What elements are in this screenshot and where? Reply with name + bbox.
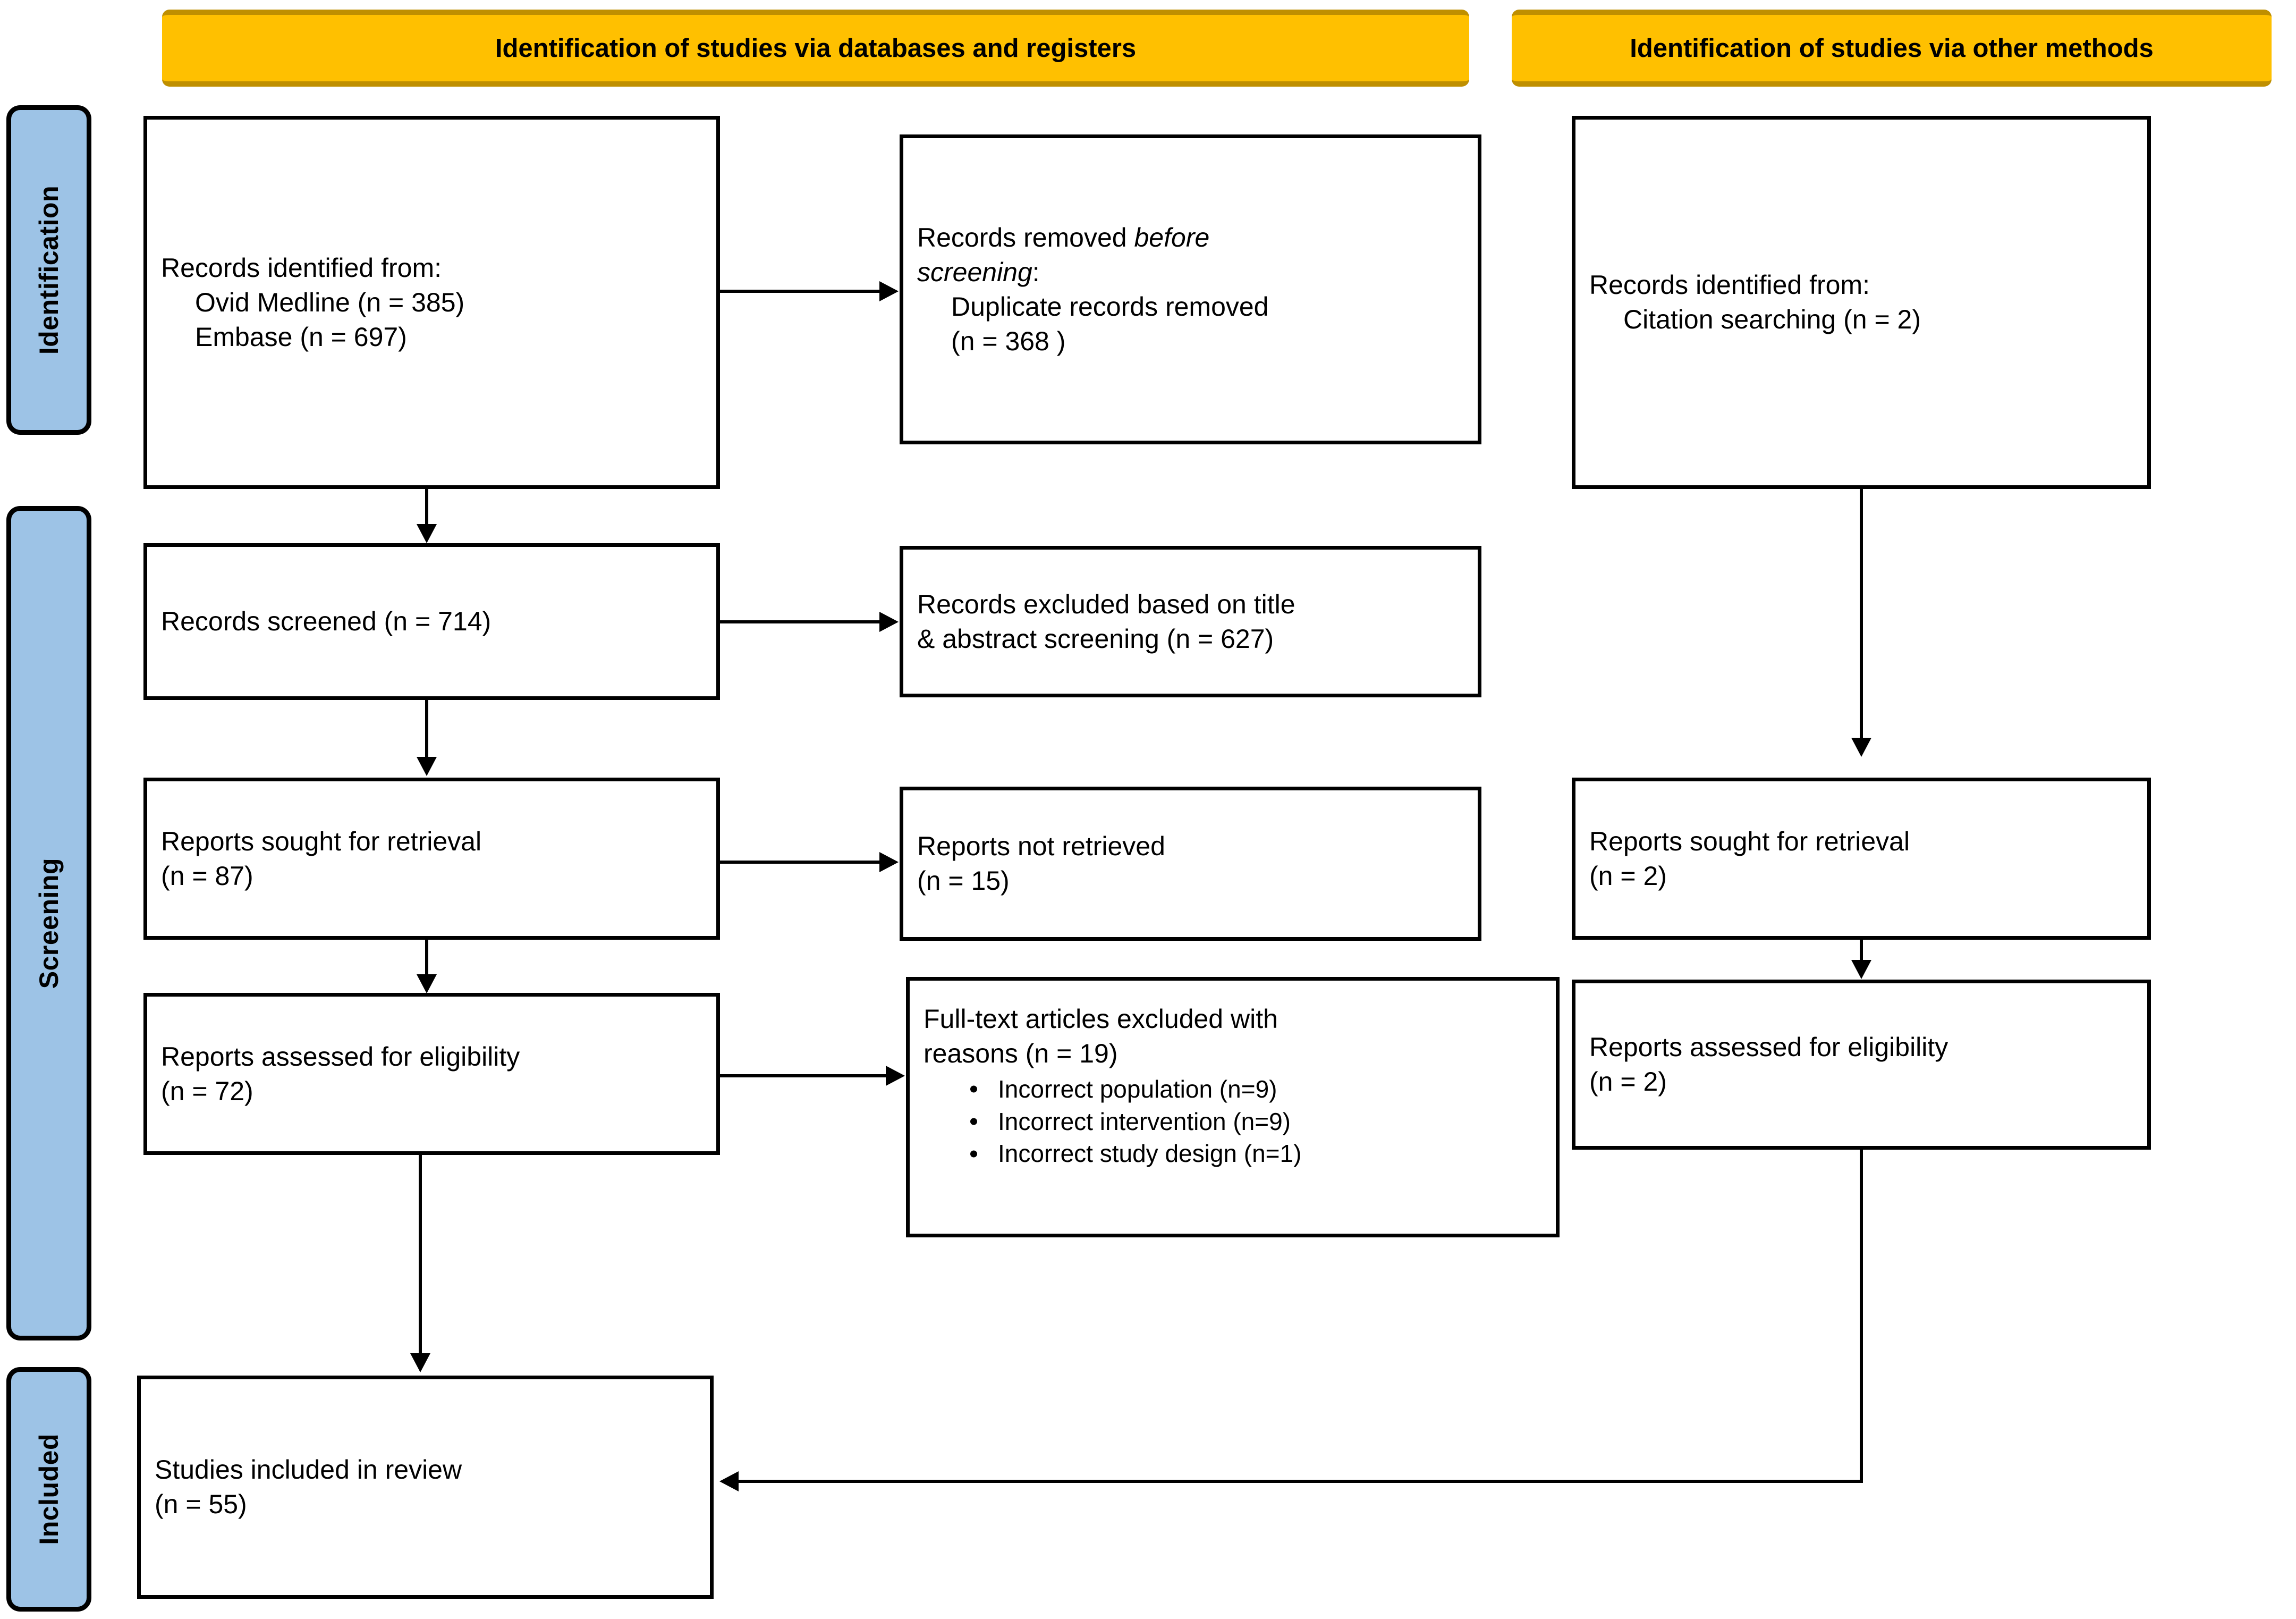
other-sought-line2: (n = 2): [1589, 861, 1667, 891]
records-removed-line3: Duplicate records removed: [951, 291, 1269, 322]
arrowhead-assessed-to-included: [410, 1353, 430, 1372]
connector-screened-to-sought: [425, 700, 428, 758]
other-identified-line1: Records identified from:: [1589, 270, 1870, 300]
arrowhead-identified-to-screened: [417, 524, 437, 543]
fulltext-exclusion-reason-list: Incorrect population (n=9) Incorrect int…: [910, 1073, 1556, 1170]
arrowhead-screened-to-sought: [417, 757, 437, 776]
stage-label-included: Included: [34, 1434, 64, 1545]
banner-other-methods-label: Identification of studies via other meth…: [1630, 33, 2154, 63]
records-identified-line1: Records identified from:: [161, 252, 442, 283]
fulltext-excluded-line2: reasons (n = 19): [924, 1039, 1118, 1068]
stage-pill-included: Included: [6, 1367, 91, 1612]
arrowhead-sought-to-assessed: [417, 974, 437, 993]
box-other-records-identified: Records identified from: Citation search…: [1572, 116, 2151, 489]
connector-identified-to-screened: [425, 489, 428, 526]
connector-screened-to-excluded: [720, 620, 879, 623]
records-removed-line1-italic: before: [1134, 222, 1210, 252]
stage-label-identification: Identification: [34, 185, 64, 355]
banner-databases-label: Identification of studies via databases …: [495, 33, 1137, 63]
connector-other-assessed-down: [1860, 1150, 1863, 1483]
connector-sought-to-assessed: [425, 940, 428, 977]
box-fulltext-excluded-reasons: Full-text articles excluded with reasons…: [906, 977, 1560, 1237]
records-identified-line2: Ovid Medline (n = 385): [195, 287, 465, 317]
stage-pill-screening: Screening: [6, 506, 91, 1340]
fulltext-excluded-line1: Full-text articles excluded with: [924, 1004, 1278, 1034]
connector-other-assessed-to-included: [739, 1480, 1863, 1483]
records-removed-line2-italic: screening: [917, 257, 1032, 287]
records-removed-line4: (n = 368 ): [951, 326, 1066, 356]
arrowhead-identified-to-removed: [879, 281, 899, 301]
arrowhead-sought-to-not-retrieved: [879, 852, 899, 872]
studies-included-line1: Studies included in review: [155, 1455, 462, 1485]
box-records-excluded: Records excluded based on title & abstra…: [900, 546, 1481, 697]
box-records-removed-before-screening: Records removed before screening: Duplic…: [900, 134, 1481, 444]
box-studies-included-review: Studies included in review (n = 55): [137, 1376, 714, 1599]
arrowhead-screened-to-excluded: [879, 612, 899, 632]
records-identified-line3: Embase (n = 697): [195, 322, 407, 352]
list-item: Incorrect study design (n=1): [998, 1137, 1556, 1170]
reports-sought-line1: Reports sought for retrieval: [161, 826, 482, 856]
box-records-identified: Records identified from: Ovid Medline (n…: [143, 116, 720, 489]
connector-other-sought-to-assessed: [1860, 940, 1863, 962]
connector-sought-to-not-retrieved: [720, 861, 879, 864]
reports-sought-line2: (n = 87): [161, 861, 253, 891]
arrowhead-other-assessed-to-included: [719, 1471, 739, 1491]
records-removed-line1-plain: Records removed: [917, 222, 1134, 252]
records-excluded-line1: Records excluded based on title: [917, 589, 1295, 619]
box-reports-assessed-eligibility: Reports assessed for eligibility (n = 72…: [143, 993, 720, 1155]
box-other-reports-assessed: Reports assessed for eligibility (n = 2): [1572, 980, 2151, 1150]
records-screened-line1: Records screened (n = 714): [161, 606, 492, 636]
connector-assessed-to-fulltext-excluded: [720, 1074, 886, 1077]
box-records-screened: Records screened (n = 714): [143, 543, 720, 700]
connector-identified-to-removed: [720, 290, 879, 293]
reports-assessed-line1: Reports assessed for eligibility: [161, 1041, 520, 1072]
studies-included-line2: (n = 55): [155, 1489, 247, 1519]
connector-other-identified-to-sought: [1860, 489, 1863, 739]
banner-other-methods: Identification of studies via other meth…: [1512, 10, 2272, 87]
arrowhead-assessed-to-fulltext-excluded: [886, 1066, 905, 1086]
list-item: Incorrect intervention (n=9): [998, 1106, 1556, 1138]
records-excluded-line2: & abstract screening (n = 627): [917, 623, 1274, 654]
other-assessed-line2: (n = 2): [1589, 1067, 1667, 1097]
stage-pill-identification: Identification: [6, 105, 91, 435]
box-reports-not-retrieved: Reports not retrieved (n = 15): [900, 787, 1481, 941]
other-sought-line1: Reports sought for retrieval: [1589, 826, 1910, 856]
records-removed-line1: Records removed before: [903, 221, 1478, 255]
reports-not-retrieved-line1: Reports not retrieved: [917, 831, 1165, 861]
records-removed-line2-colon: :: [1032, 257, 1040, 287]
arrowhead-other-identified-to-sought: [1851, 738, 1871, 757]
stage-label-screening: Screening: [34, 857, 64, 989]
arrowhead-other-sought-to-assessed: [1851, 960, 1871, 979]
box-reports-sought-retrieval: Reports sought for retrieval (n = 87): [143, 778, 720, 940]
box-other-reports-sought: Reports sought for retrieval (n = 2): [1572, 778, 2151, 940]
other-identified-line2: Citation searching (n = 2): [1623, 305, 1921, 334]
connector-assessed-to-included: [419, 1155, 422, 1354]
other-assessed-line1: Reports assessed for eligibility: [1589, 1032, 1948, 1062]
reports-not-retrieved-line2: (n = 15): [917, 866, 1010, 896]
banner-databases-registers: Identification of studies via databases …: [162, 10, 1469, 87]
reports-assessed-line2: (n = 72): [161, 1076, 253, 1106]
list-item: Incorrect population (n=9): [998, 1073, 1556, 1106]
records-removed-line2: screening:: [903, 255, 1478, 290]
